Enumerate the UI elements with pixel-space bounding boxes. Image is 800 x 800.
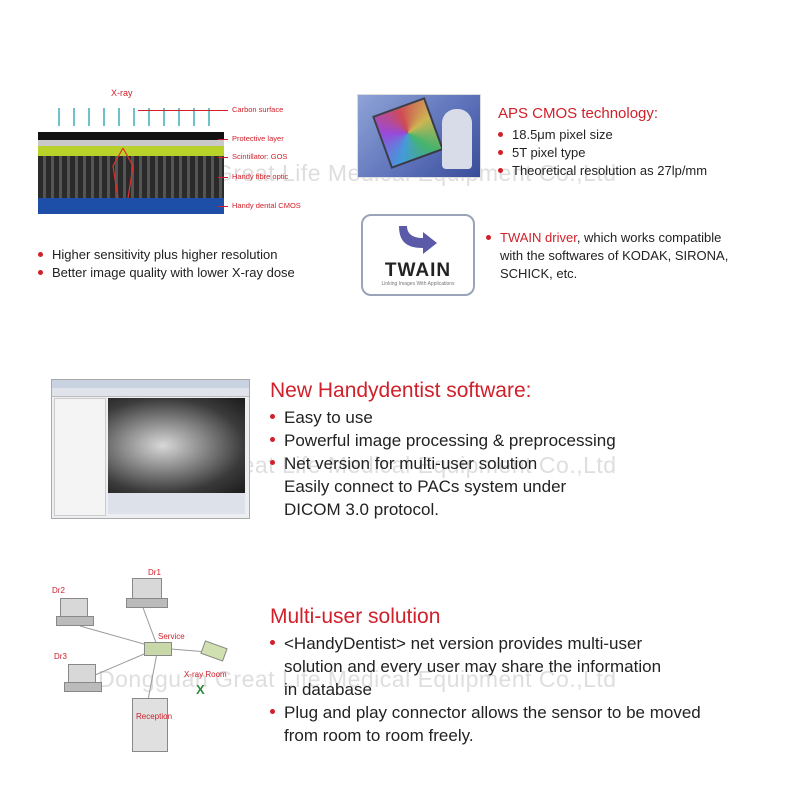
- carbon-surface-layer: [38, 132, 224, 140]
- dr1-label: Dr1: [148, 568, 161, 577]
- software-cont-line2: DICOM 3.0 protocol.: [284, 500, 439, 519]
- dental-xray-image: [108, 398, 245, 493]
- layer-label-protective: Protective layer: [232, 134, 284, 143]
- protective-layer: [38, 140, 224, 146]
- xray-rays: [58, 104, 228, 126]
- xray-label: X-ray: [111, 88, 133, 98]
- cmos-wafer-photo: [357, 94, 481, 178]
- twain-line3: SCHICK, etc.: [500, 266, 578, 281]
- list-item: Net version for multi-user solution: [270, 452, 790, 475]
- scintillator-layer: [38, 146, 224, 156]
- sensor-benefits-list: Higher sensitivity plus higher resolutio…: [38, 246, 348, 282]
- arrows-icon: [399, 226, 437, 254]
- light-path-icon: [112, 147, 134, 199]
- toolbar: [52, 388, 249, 397]
- list-item: Easy to use: [270, 406, 790, 429]
- layer-label-scintillator: Scintillator: GOS: [232, 152, 288, 161]
- computer-icon: [132, 578, 162, 600]
- aps-title: APS CMOS technology:: [498, 105, 659, 122]
- sensor-layer-diagram: X-ray Carbon surface Protective layer Sc…: [38, 88, 328, 218]
- twain-section: TWAIN driver, which works compatible wit…: [486, 229, 786, 283]
- xray-room-label: X-ray Room: [184, 670, 227, 679]
- window-titlebar: [52, 380, 249, 388]
- reception-label: Reception: [136, 712, 173, 721]
- watermark-bottom: Dongguan Great Life Medical Equipment Co…: [98, 666, 617, 692]
- cmos-layer: [38, 198, 224, 214]
- service-label: Service: [158, 632, 185, 641]
- dr3-label: Dr3: [54, 652, 67, 661]
- network-diagram: Dr1 Dr2 Dr3 Service X-ray Room X Recepti…: [40, 560, 260, 752]
- layer-label-fibre: Handy fibre optic: [232, 172, 289, 181]
- twain-logo-text: TWAIN: [384, 260, 452, 281]
- list-item: Higher sensitivity plus higher resolutio…: [38, 246, 348, 264]
- service-hub-icon: [144, 642, 172, 656]
- dr2-label: Dr2: [52, 586, 65, 595]
- computer-icon: [60, 598, 88, 618]
- list-item: Powerful image processing & preprocessin…: [270, 429, 790, 452]
- list-item: Theoretical resolution as 27lp/mm: [498, 162, 788, 180]
- tool-panel: [54, 398, 106, 516]
- software-cont-line1: Easily connect to PACs system under: [284, 477, 567, 496]
- multiuser-b2-line2: from room to room freely.: [284, 726, 474, 745]
- server-icon: [132, 698, 168, 752]
- software-section: New Handydentist software: Easy to use P…: [270, 378, 790, 521]
- multiuser-title: Multi-user solution: [270, 605, 441, 628]
- list-item: <HandyDentist> net version provides mult…: [270, 632, 790, 655]
- layer-label-carbon: Carbon surface: [232, 105, 284, 114]
- computer-icon: [68, 664, 96, 684]
- software-screenshot: [51, 379, 250, 519]
- list-item: 5T pixel type: [498, 144, 788, 162]
- aps-section: APS CMOS technology: 18.5μm pixel size 5…: [498, 104, 788, 180]
- twain-logo: TWAIN Linking Images With Applications: [361, 214, 475, 296]
- layer-label-cmos: Handy dental CMOS: [232, 201, 301, 210]
- multiuser-section: Multi-user solution <HandyDentist> net v…: [270, 604, 790, 747]
- software-title: New Handydentist software:: [270, 379, 532, 402]
- list-item: Plug and play connector allows the senso…: [270, 701, 790, 724]
- twain-logo-subtext: Linking Images With Applications: [381, 281, 455, 287]
- twain-highlight: TWAIN driver: [500, 230, 577, 245]
- list-item: Better image quality with lower X-ray do…: [38, 264, 348, 282]
- x-mark: X: [196, 682, 205, 697]
- multiuser-b1-line3: in database: [284, 680, 372, 699]
- twain-text: , which works compatible: [576, 230, 722, 245]
- list-item: 18.5μm pixel size: [498, 126, 788, 144]
- multiuser-b1-line2: solution and every user may share the in…: [284, 657, 662, 676]
- twain-line2: with the softwares of KODAK, SIRONA,: [500, 248, 729, 263]
